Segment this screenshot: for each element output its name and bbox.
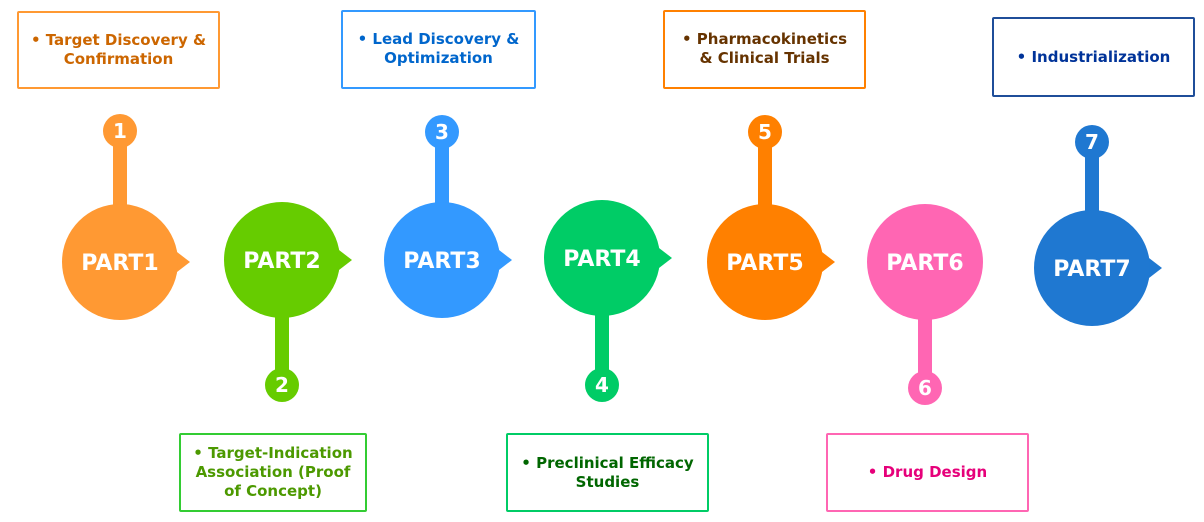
- step-6-part-label: PART6: [886, 251, 963, 276]
- step-1-circle: [62, 204, 178, 320]
- step-5-circle: [707, 204, 823, 320]
- step-6-node: PART6 6: [867, 204, 983, 405]
- step-1-part-label: PART1: [81, 251, 158, 276]
- step-2-number: 2: [275, 373, 289, 397]
- step-5-number: 5: [758, 120, 772, 144]
- step-5-description: • Pharmacokinetics & Clinical Trials: [681, 30, 848, 67]
- step-1-description-box: • Target Discovery & Confirmation: [17, 11, 220, 89]
- step-3-part-label: PART3: [403, 249, 480, 274]
- step-1-description: • Target Discovery & Confirmation: [30, 31, 207, 68]
- step-4-node: PART4 4: [544, 200, 672, 402]
- step-7-description: • Industrialization: [1016, 47, 1171, 66]
- step-6-number: 6: [918, 376, 932, 400]
- step-7-number: 7: [1085, 130, 1099, 154]
- step-2-description: • Target-Indication Association (Proof o…: [193, 444, 353, 500]
- step-1-number: 1: [113, 119, 127, 143]
- step-3-number: 3: [435, 120, 449, 144]
- step-5-part-label: PART5: [726, 251, 803, 276]
- step-7-number-badge: [1075, 125, 1109, 159]
- step-6-number-badge: [908, 371, 942, 405]
- step-5-node: PART5 5: [707, 115, 835, 320]
- step-7-circle: [1034, 210, 1150, 326]
- step-4-description: • Preclinical Efficacy Studies: [521, 453, 694, 491]
- step-3-circle: [384, 202, 500, 318]
- step-4-number-badge: [585, 368, 619, 402]
- step-4-circle: [544, 200, 660, 316]
- step-5-number-badge: [748, 115, 782, 149]
- step-5-description-box: • Pharmacokinetics & Clinical Trials: [663, 10, 866, 89]
- step-4-number: 4: [595, 373, 609, 397]
- step-7-part-label: PART7: [1053, 257, 1130, 282]
- step-3-number-badge: [425, 115, 459, 149]
- step-3-description-box: • Lead Discovery & Optimization: [341, 10, 536, 89]
- step-6-description: • Drug Design: [867, 463, 988, 481]
- step-2-part-label: PART2: [243, 249, 320, 274]
- step-3-description: • Lead Discovery & Optimization: [357, 30, 520, 67]
- step-4-part-label: PART4: [563, 247, 640, 272]
- step-6-circle: [867, 204, 983, 320]
- step-4-description-box: • Preclinical Efficacy Studies: [506, 433, 709, 512]
- step-2-description-box: • Target-Indication Association (Proof o…: [179, 433, 367, 512]
- step-1-node: PART1 1: [62, 114, 190, 320]
- step-1-number-badge: [103, 114, 137, 148]
- step-7-description-box: • Industrialization: [992, 17, 1195, 97]
- step-2-node: PART2 2: [224, 202, 352, 402]
- step-2-number-badge: [265, 368, 299, 402]
- step-3-node: PART3 3: [384, 115, 512, 318]
- step-6-description-box: • Drug Design: [826, 433, 1029, 512]
- step-7-node: PART7 7: [1034, 125, 1162, 326]
- step-2-circle: [224, 202, 340, 318]
